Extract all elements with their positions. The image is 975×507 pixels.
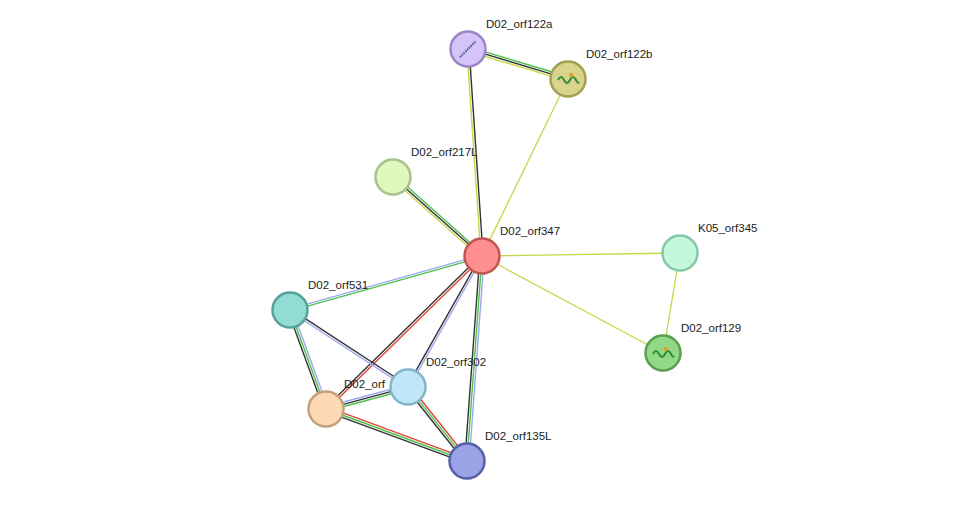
node-shape <box>391 370 426 405</box>
node-circle <box>271 291 309 329</box>
evidence-line <box>485 56 551 76</box>
node-circle <box>307 390 345 428</box>
interaction-edge <box>343 390 391 407</box>
evidence-line <box>486 52 552 72</box>
protein-node: D02_orf347 <box>463 237 501 275</box>
evidence-line <box>485 54 551 74</box>
evidence-line <box>344 413 451 453</box>
node-circle <box>389 368 427 406</box>
node-circle <box>644 334 682 372</box>
protein-node: D02_orf122b <box>549 60 587 98</box>
protein-node: D02_orf129 <box>644 334 682 372</box>
node-label: K05_orf345 <box>698 222 757 235</box>
evidence-line <box>416 271 472 371</box>
node-label: D02_orf122b <box>586 48 653 61</box>
node-shape <box>309 392 344 427</box>
node-shape <box>465 239 500 274</box>
node-circle <box>661 234 699 272</box>
protein-node: K05_orf345 <box>661 234 699 272</box>
evidence-line <box>405 191 467 246</box>
interaction-edge <box>666 271 677 336</box>
interaction-edge <box>500 253 662 255</box>
node-label: D02_orf129 <box>681 322 741 335</box>
structure-icon <box>664 347 668 351</box>
node-shape <box>450 444 485 479</box>
interaction-edge <box>307 260 465 306</box>
protein-node: D02_orf122a <box>449 30 487 68</box>
node-shape <box>646 336 681 371</box>
node-shape <box>451 32 486 67</box>
evidence-line <box>498 265 647 345</box>
structure-icon <box>558 77 579 83</box>
evidence-line <box>421 400 458 446</box>
structure-icon <box>569 73 573 77</box>
node-label: D02_orf122a <box>486 18 553 31</box>
evidence-line <box>418 402 455 448</box>
evidence-line <box>343 415 450 455</box>
evidence-line <box>304 321 392 378</box>
evidence-line <box>408 187 470 242</box>
node-label: D02_orf217L <box>411 146 478 159</box>
evidence-line <box>298 326 322 391</box>
protein-node: D02_orf531 <box>271 291 309 329</box>
node-label: D02_orf531 <box>308 279 368 292</box>
evidence-line <box>344 394 391 407</box>
interaction-edge <box>418 400 458 449</box>
interaction-edge <box>294 326 322 393</box>
structure-icon <box>653 351 674 357</box>
evidence-line <box>308 262 465 306</box>
interaction-edge <box>490 95 560 240</box>
node-label: D02_orf135L <box>485 430 552 443</box>
interaction-edge <box>304 319 393 378</box>
node-circle <box>549 60 587 98</box>
evidence-line <box>406 189 468 244</box>
evidence-line <box>343 392 390 405</box>
node-shape <box>551 62 586 97</box>
evidence-line <box>419 401 456 447</box>
node-shape <box>273 293 308 328</box>
evidence-line <box>500 253 662 255</box>
node-circle <box>374 158 412 196</box>
node-label: D02_orf302 <box>426 356 486 369</box>
protein-node: D02_orf302 <box>389 368 427 406</box>
protein-node: D02_orf217L <box>374 158 412 196</box>
evidence-line <box>490 95 560 240</box>
evidence-line <box>666 271 677 336</box>
node-circle <box>463 237 501 275</box>
node-shape <box>663 236 698 271</box>
node-circle <box>449 30 487 68</box>
node-label: D02_orf347 <box>500 225 560 238</box>
evidence-line <box>294 328 318 393</box>
interaction-edge <box>485 52 552 76</box>
evidence-line <box>306 319 394 376</box>
interaction-edge <box>405 187 470 245</box>
node-label: D02_orf <box>344 378 385 391</box>
interaction-edge <box>498 265 647 345</box>
protein-node: D02_orf135L <box>448 442 486 480</box>
protein-node: D02_orf <box>307 390 345 428</box>
node-circle <box>448 442 486 480</box>
structure-icon <box>460 41 476 57</box>
node-shape <box>376 160 411 195</box>
evidence-line <box>296 327 320 392</box>
